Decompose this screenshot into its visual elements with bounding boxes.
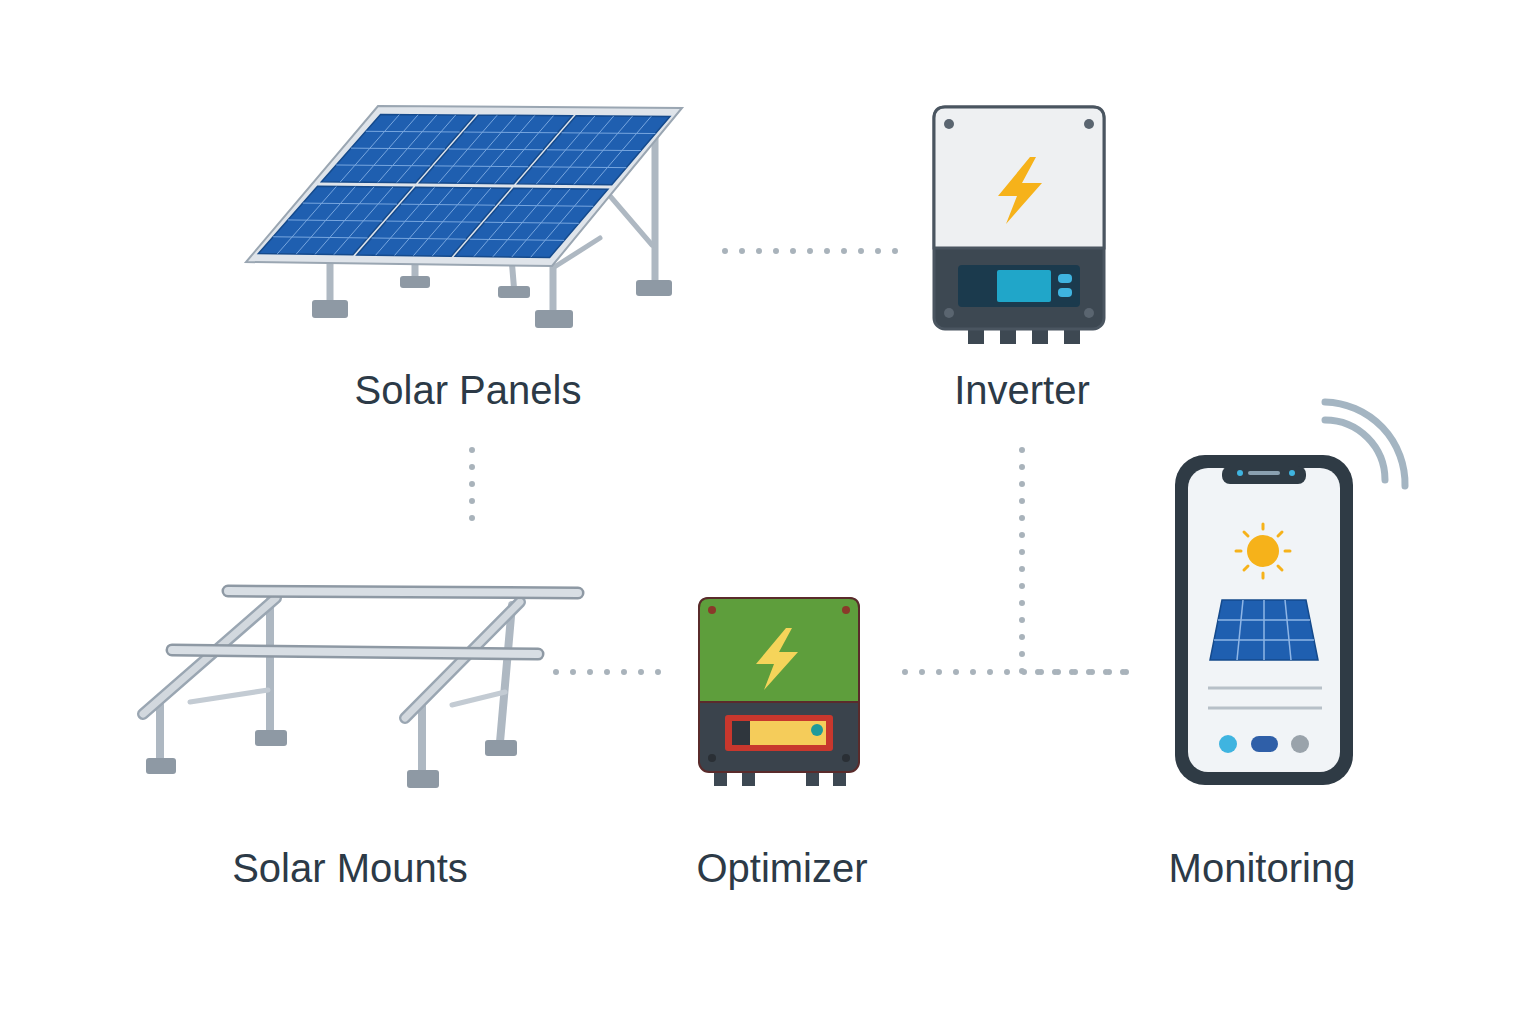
- cell-line: [561, 132, 655, 134]
- optimizer-node: Optimizer: [670, 590, 894, 891]
- cell-line: [351, 148, 445, 150]
- component-label: Solar Mounts: [232, 845, 468, 891]
- panel-frame: [246, 106, 682, 266]
- solar-panels-node: Solar Panels: [240, 100, 690, 413]
- dotted-connector: [556, 669, 675, 675]
- cell-line: [288, 220, 382, 221]
- cell-line: [303, 203, 397, 204]
- cell-line: [464, 132, 558, 134]
- dotted-connector: [469, 450, 475, 535]
- cell-line: [401, 204, 495, 205]
- cell-line: [449, 148, 543, 150]
- cell-line: [386, 221, 480, 222]
- cell-line: [273, 237, 367, 238]
- panel-module: [518, 116, 670, 185]
- optimizer-symbol: [699, 598, 859, 786]
- dotted-connector: [1022, 450, 1135, 672]
- inverter-symbol: [934, 107, 1104, 344]
- cell-line: [484, 222, 578, 223]
- cell-line: [532, 166, 626, 168]
- phone-symbol: [1175, 402, 1405, 785]
- cell-line: [547, 149, 641, 151]
- cell-line: [371, 238, 465, 239]
- component-label: Optimizer: [696, 845, 867, 891]
- cell-line: [499, 205, 593, 206]
- panel-module: [455, 188, 608, 257]
- cell-line: [434, 165, 528, 167]
- cell-line: [366, 131, 460, 133]
- dotted-connector: [725, 248, 900, 254]
- monitoring-node: Monitoring: [1140, 395, 1420, 891]
- cell-line: [336, 164, 430, 166]
- mount-feet: [146, 730, 517, 788]
- component-label: Inverter: [954, 367, 1090, 413]
- component-label: Monitoring: [1169, 845, 1356, 891]
- cell-line: [470, 239, 564, 240]
- inverter-node: Inverter: [928, 100, 1110, 413]
- panel-cells: [258, 114, 670, 257]
- mount-frame: [143, 591, 578, 772]
- solar-mounts-node: Solar Mounts: [130, 578, 590, 891]
- component-label: Solar Panels: [355, 367, 582, 413]
